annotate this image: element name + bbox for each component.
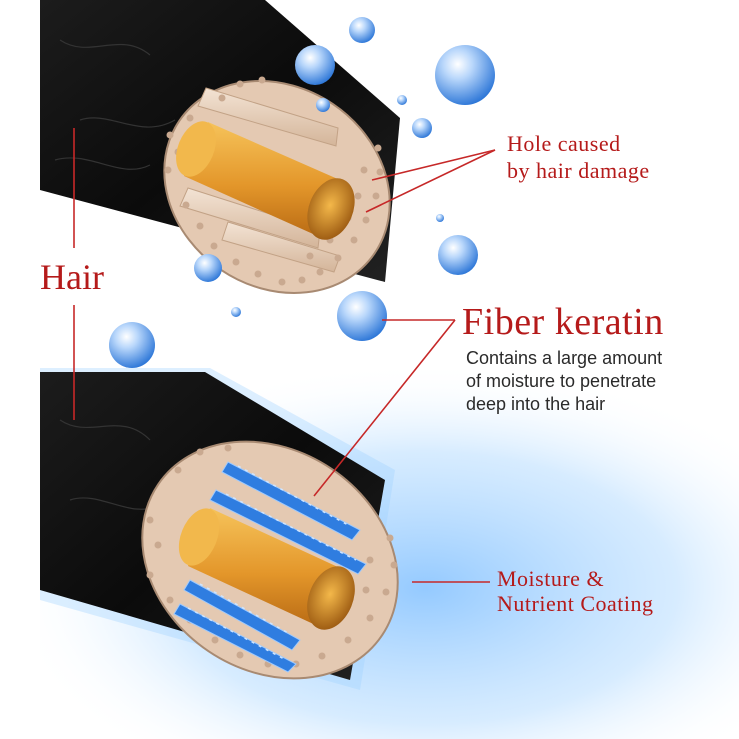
hair-label: Hair xyxy=(40,256,104,298)
hole-label-line2: by hair damage xyxy=(507,157,650,184)
fiber-desc-line1: Contains a large amount xyxy=(466,347,716,370)
moisture-coating-label: Moisture & Nutrient Coating xyxy=(497,566,653,616)
moisture-label-line1: Moisture & xyxy=(497,566,653,591)
fiber-desc-line2: of moisture to penetrate xyxy=(466,370,716,393)
hole-label-line1: Hole caused xyxy=(507,130,650,157)
coated-hair-strand xyxy=(40,362,739,739)
hole-label: Hole caused by hair damage xyxy=(507,130,650,184)
fiber-desc-line3: deep into the hair xyxy=(466,393,716,416)
fiber-keratin-description: Contains a large amount of moisture to p… xyxy=(466,347,716,416)
moisture-label-line2: Nutrient Coating xyxy=(497,591,653,616)
fiber-keratin-title: Fiber keratin xyxy=(462,300,664,344)
